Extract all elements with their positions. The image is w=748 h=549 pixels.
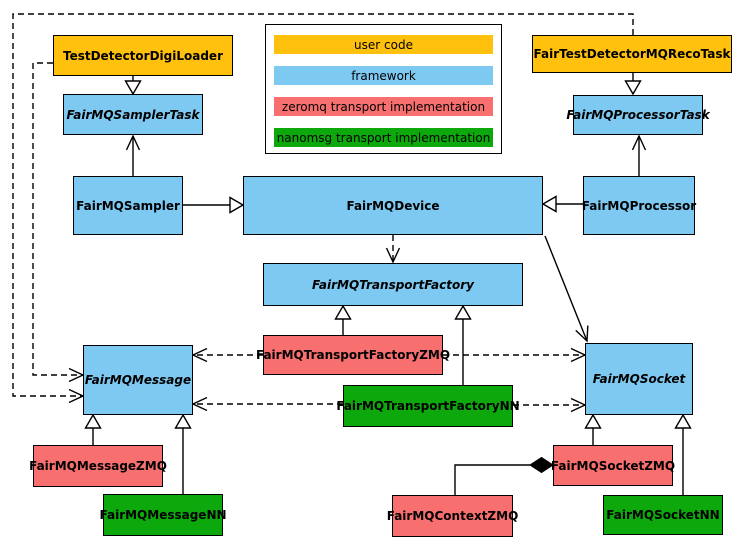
legend-item-user-code: user code: [274, 35, 493, 54]
edge-dependency-FairMQDevice-to-FairMQTransportFactory: [385, 235, 401, 264]
legend-item-framework: framework: [274, 66, 493, 85]
edge-association-FairMQDevice-to-FairMQSocket: [544, 235, 589, 343]
node-fairmqmessagenn: FairMQMessageNN: [99, 494, 227, 536]
node-fairmqdevice: FairMQDevice: [243, 176, 543, 235]
node-fairmqsocketnn: FairMQSocketNN: [603, 495, 723, 535]
edge-inheritance-FairMQTransportFactoryNN-to-FairMQTransportFactory: [454, 304, 472, 385]
edge-composition-FairMQContextZMQ-to-FairMQSocketZMQ: [454, 456, 554, 495]
edge-inheritance-FairMQMessageNN-to-FairMQMessage: [174, 413, 192, 494]
node-fairmqsampler: FairMQSampler: [73, 176, 183, 235]
node-fairmqmessage: FairMQMessage: [83, 345, 193, 415]
edge-dependency-FairMQTransportFactoryNN-to-FairMQSocket: [513, 397, 587, 413]
edge-inheritance-FairMQSampler-to-FairMQDevice: [183, 196, 245, 214]
node-fairmqsocketzmq: FairMQSocketZMQ: [551, 445, 675, 486]
node-fairtestdetectormqrecotask: FairTestDetectorMQRecoTask: [532, 35, 732, 73]
edge-inheritance-FairMQTransportFactoryZMQ-to-FairMQTransportFactory: [334, 304, 352, 335]
node-fairmqsamplertask: FairMQSamplerTask: [63, 94, 203, 135]
node-fairmqsocket: FairMQSocket: [585, 343, 693, 415]
edge-association-FairMQProcessor-to-FairMQProcessorTask: [631, 134, 647, 176]
edge-inheritance-TestDetectorDigiLoader-to-FairMQSamplerTask: [124, 76, 142, 96]
edge-dependency-FairMQTransportFactoryNN-to-FairMQMessage: [191, 396, 343, 412]
node-fairmqprocessortask: FairMQProcessorTask: [566, 95, 710, 135]
node-testdetectordigiloader: TestDetectorDigiLoader: [53, 35, 233, 76]
edge-dependency-FairMQTransportFactoryZMQ-to-FairMQSocket: [443, 347, 587, 363]
node-fairmqcontextzmq: FairMQContextZMQ: [387, 495, 518, 537]
node-fairmqmessagezmq: FairMQMessageZMQ: [29, 445, 167, 487]
edge-inheritance-FairMQProcessor-to-FairMQDevice: [541, 195, 583, 213]
node-fairmqtransportfactorynn: FairMQTransportFactoryNN: [336, 385, 520, 427]
legend-item-nanomsg: nanomsg transport implementation: [274, 128, 493, 147]
edge-association-FairMQSampler-to-FairMQSamplerTask: [125, 134, 141, 176]
edge-inheritance-FairTestDetectorMQRecoTask-to-FairMQProcessorTask: [624, 73, 642, 96]
edge-dependency-FairMQTransportFactoryZMQ-to-FairMQMessage: [191, 347, 263, 363]
edge-inheritance-FairMQSocketNN-to-FairMQSocket: [674, 413, 692, 495]
node-fairmqtransportfactory: FairMQTransportFactory: [263, 263, 523, 306]
legend-item-zeromq: zeromq transport implementation: [274, 97, 493, 116]
node-fairmqprocessor: FairMQProcessor: [582, 176, 696, 235]
edge-inheritance-FairMQSocketZMQ-to-FairMQSocket: [584, 413, 602, 445]
legend: user code framework zeromq transport imp…: [265, 24, 502, 154]
node-fairmqtransportfactoryzmq: FairMQTransportFactoryZMQ: [256, 335, 450, 375]
edge-inheritance-FairMQMessageZMQ-to-FairMQMessage: [84, 413, 102, 445]
